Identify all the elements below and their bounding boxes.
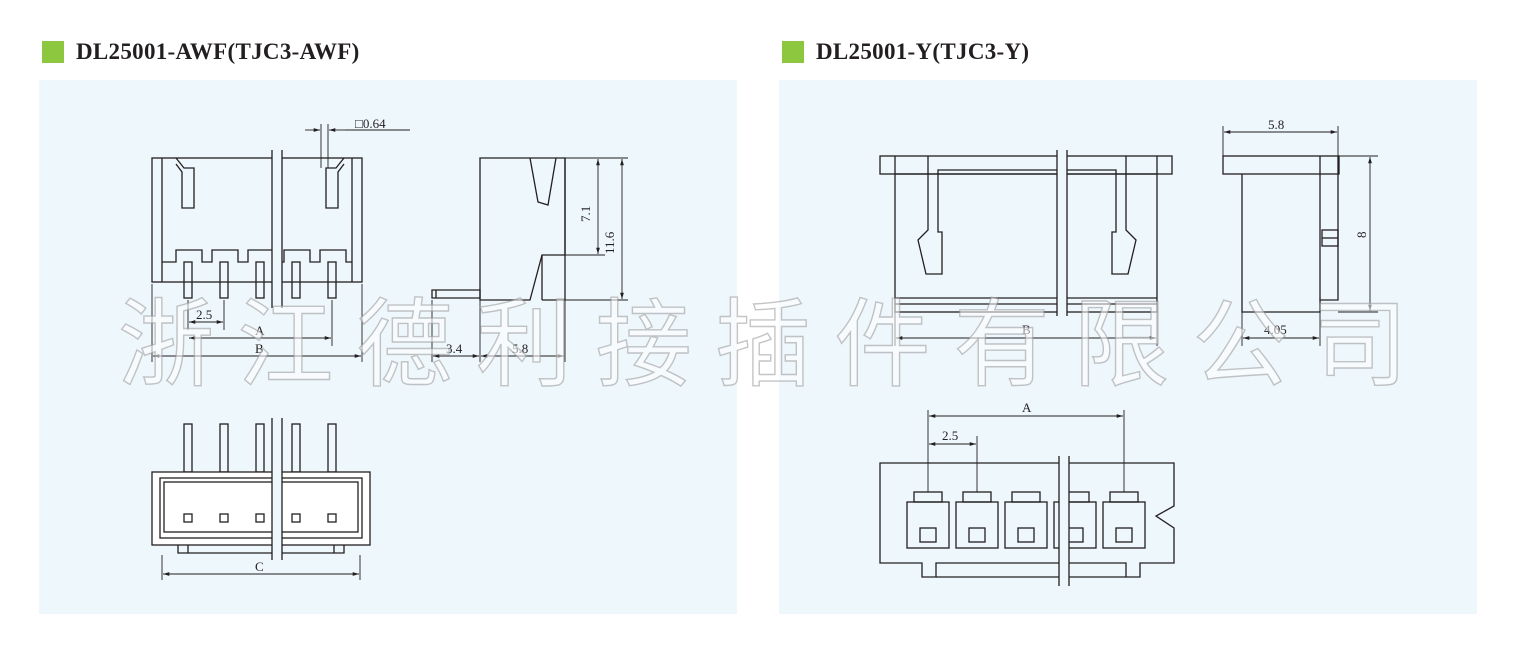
- right-section-title: DL25001-Y(TJC3-Y): [782, 36, 1029, 68]
- dim-b-label: B: [255, 341, 264, 356]
- right-front-view: B: [879, 148, 1173, 346]
- width-3-4-label: 3.4: [446, 341, 463, 356]
- left-bottom-view: C: [151, 418, 371, 580]
- left-side-view: 7.1 11.6 3.4 5.8: [431, 157, 628, 362]
- pitch-label: 2.5: [196, 307, 212, 322]
- pin-size-label: □0.64: [355, 116, 386, 131]
- left-section-title: DL25001-AWF(TJC3-AWF): [42, 36, 360, 68]
- width-5-8-label: 5.8: [512, 341, 528, 356]
- dim-c-label: C: [255, 559, 264, 574]
- right-side-view: 5.8 8 4.05: [1222, 117, 1378, 346]
- top-width-5-8-label: 5.8: [1268, 117, 1284, 132]
- right-title-text: DL25001-Y(TJC3-Y): [816, 39, 1030, 64]
- bottom-width-4-05-label: 4.05: [1264, 322, 1287, 337]
- green-square-icon: [42, 41, 64, 63]
- height-7-1-label: 7.1: [578, 206, 593, 222]
- dim-a-label: A: [255, 323, 265, 338]
- right-dim-b-label: B: [1022, 322, 1031, 337]
- right-dim-a-label: A: [1022, 400, 1032, 415]
- left-title-text: DL25001-AWF(TJC3-AWF): [76, 39, 360, 64]
- green-square-icon: [782, 41, 804, 63]
- left-front-view: □0.64 2.5 A B: [151, 116, 410, 362]
- right-pitch-label: 2.5: [942, 428, 958, 443]
- height-11-6-label: 11.6: [602, 231, 617, 254]
- right-bottom-view: A 2.5: [879, 400, 1175, 586]
- height-8-label: 8: [1354, 232, 1369, 239]
